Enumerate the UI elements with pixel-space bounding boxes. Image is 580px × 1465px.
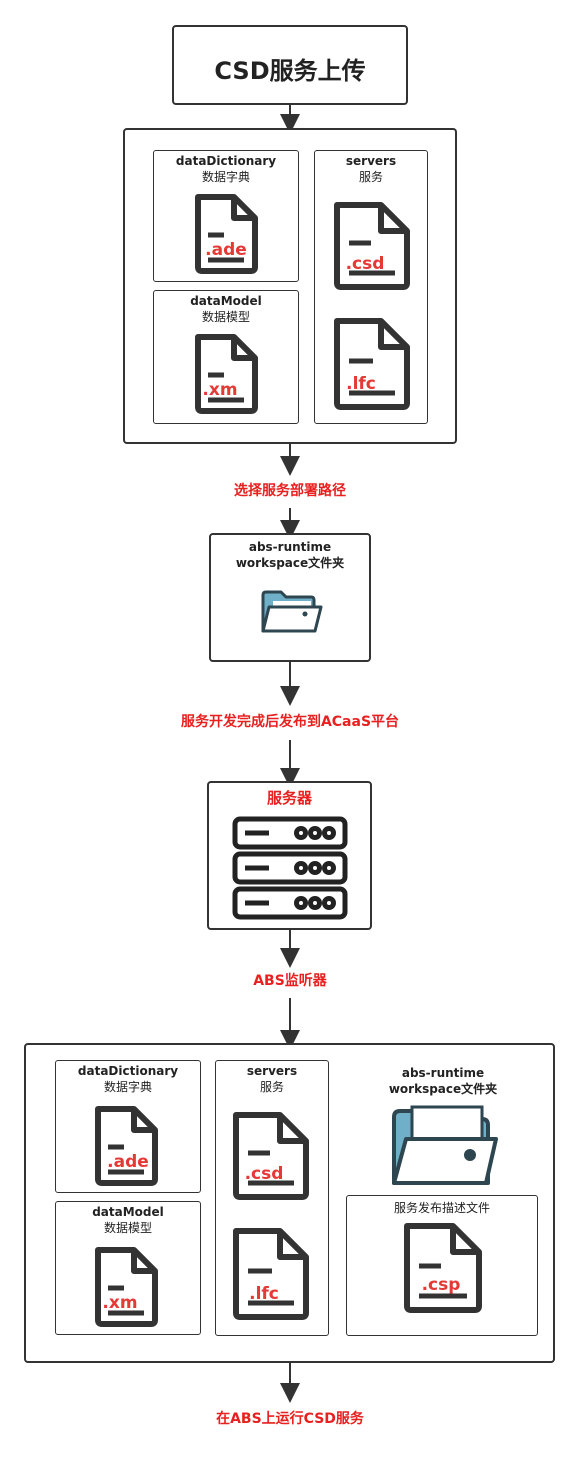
data-model-panel: dataModel 数据模型 .xm [55, 1201, 201, 1335]
diagram-title: CSD服务上传 [214, 57, 366, 85]
workspace-box: abs-runtime workspace文件夹 [209, 533, 371, 662]
data-dictionary-subtitle: 数据字典 [201, 170, 250, 184]
servers-subtitle: 服务 [259, 1080, 284, 1094]
data-model-subtitle: 数据模型 [201, 310, 250, 324]
data-dictionary-panel: dataDictionary 数据字典 .ade [55, 1060, 201, 1193]
file-ext: .xm [202, 380, 237, 400]
server-box-title: 服务器 [266, 789, 312, 807]
server-rack-icon [232, 816, 348, 920]
workspace-title: abs-runtime workspace文件夹 [346, 1065, 540, 1097]
file-ext: .xm [102, 1293, 137, 1313]
bottom-group-box: dataDictionary 数据字典 .ade dataModel 数据模型 … [24, 1043, 555, 1363]
data-model-panel: dataModel 数据模型 .xm [153, 290, 299, 424]
title-box: CSD服务上传 [172, 25, 408, 105]
folder-icon [392, 1105, 498, 1185]
descriptor-panel: 服务发布描述文件 .csp [346, 1195, 538, 1336]
folder-icon [261, 590, 323, 633]
servers-panel: servers 服务 .csd .lfc [314, 150, 428, 424]
file-icon: .xm [95, 1247, 158, 1327]
file-icon: .ade [195, 194, 258, 274]
workspace-line2: workspace文件夹 [235, 556, 345, 570]
workspace-line1: abs-runtime [248, 540, 332, 554]
data-dictionary-name: dataDictionary [175, 154, 277, 168]
file-ext: .ade [107, 1152, 149, 1172]
file-icon: .csd [334, 202, 410, 290]
file-ext: .lfc [346, 374, 376, 394]
servers-name: servers [246, 1064, 298, 1078]
data-dictionary-subtitle: 数据字典 [103, 1080, 152, 1094]
workspace-line1: abs-runtime [401, 1066, 485, 1080]
file-ext: .ade [205, 240, 247, 260]
final-run-csd-label: 在ABS上运行CSD服务 [216, 1411, 364, 1427]
file-ext: .csd [245, 1164, 284, 1184]
file-icon: .lfc [233, 1228, 309, 1320]
top-group-box: dataDictionary 数据字典 .ade dataModel 数据模型 … [123, 128, 457, 444]
servers-name: servers [345, 154, 397, 168]
step-abs-listener-label: ABS监听器 [253, 973, 327, 989]
descriptor-title: 服务发布描述文件 [393, 1201, 490, 1215]
servers-panel: servers 服务 .csd .lfc [215, 1060, 329, 1336]
step-publish-label: 服务开发完成后发布到ACaaS平台 [180, 714, 400, 730]
file-ext: .csd [346, 254, 385, 274]
file-ext: .lfc [249, 1284, 279, 1304]
data-model-name: dataModel [92, 1205, 164, 1219]
data-model-subtitle: 数据模型 [103, 1221, 152, 1235]
data-model-name: dataModel [190, 294, 262, 308]
file-icon: .ade [95, 1106, 158, 1186]
data-dictionary-name: dataDictionary [77, 1064, 179, 1078]
servers-subtitle: 服务 [358, 170, 383, 184]
file-icon: .lfc [334, 318, 410, 410]
step-select-deploy-path-label: 选择服务部署路径 [234, 483, 346, 499]
file-icon: .csp [404, 1223, 482, 1313]
file-ext: .csp [422, 1275, 461, 1295]
file-icon: .csd [233, 1112, 309, 1200]
server-box: 服务器 [207, 781, 372, 930]
workspace-line2: workspace文件夹 [388, 1082, 498, 1096]
data-dictionary-panel: dataDictionary 数据字典 .ade [153, 150, 299, 282]
file-icon: .xm [195, 334, 258, 414]
